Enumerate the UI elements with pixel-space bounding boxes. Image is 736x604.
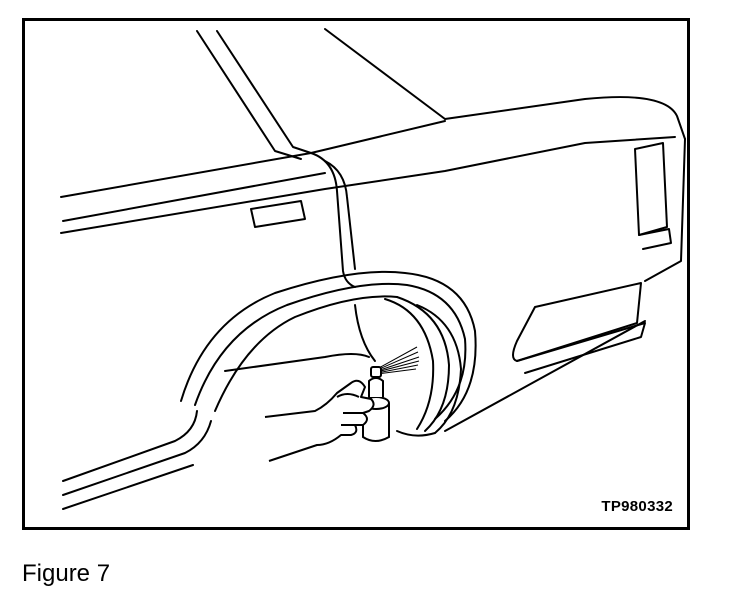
figure-code: TP980332 (601, 498, 673, 515)
figure-caption: Figure 7 (22, 560, 111, 587)
car-rear-quarter-drawing (60, 28, 686, 510)
spray-mist-icon (376, 346, 420, 375)
illustration-frame: TP980332 (22, 18, 690, 530)
hand-icon (264, 379, 375, 462)
spray-can-icon (362, 366, 390, 442)
